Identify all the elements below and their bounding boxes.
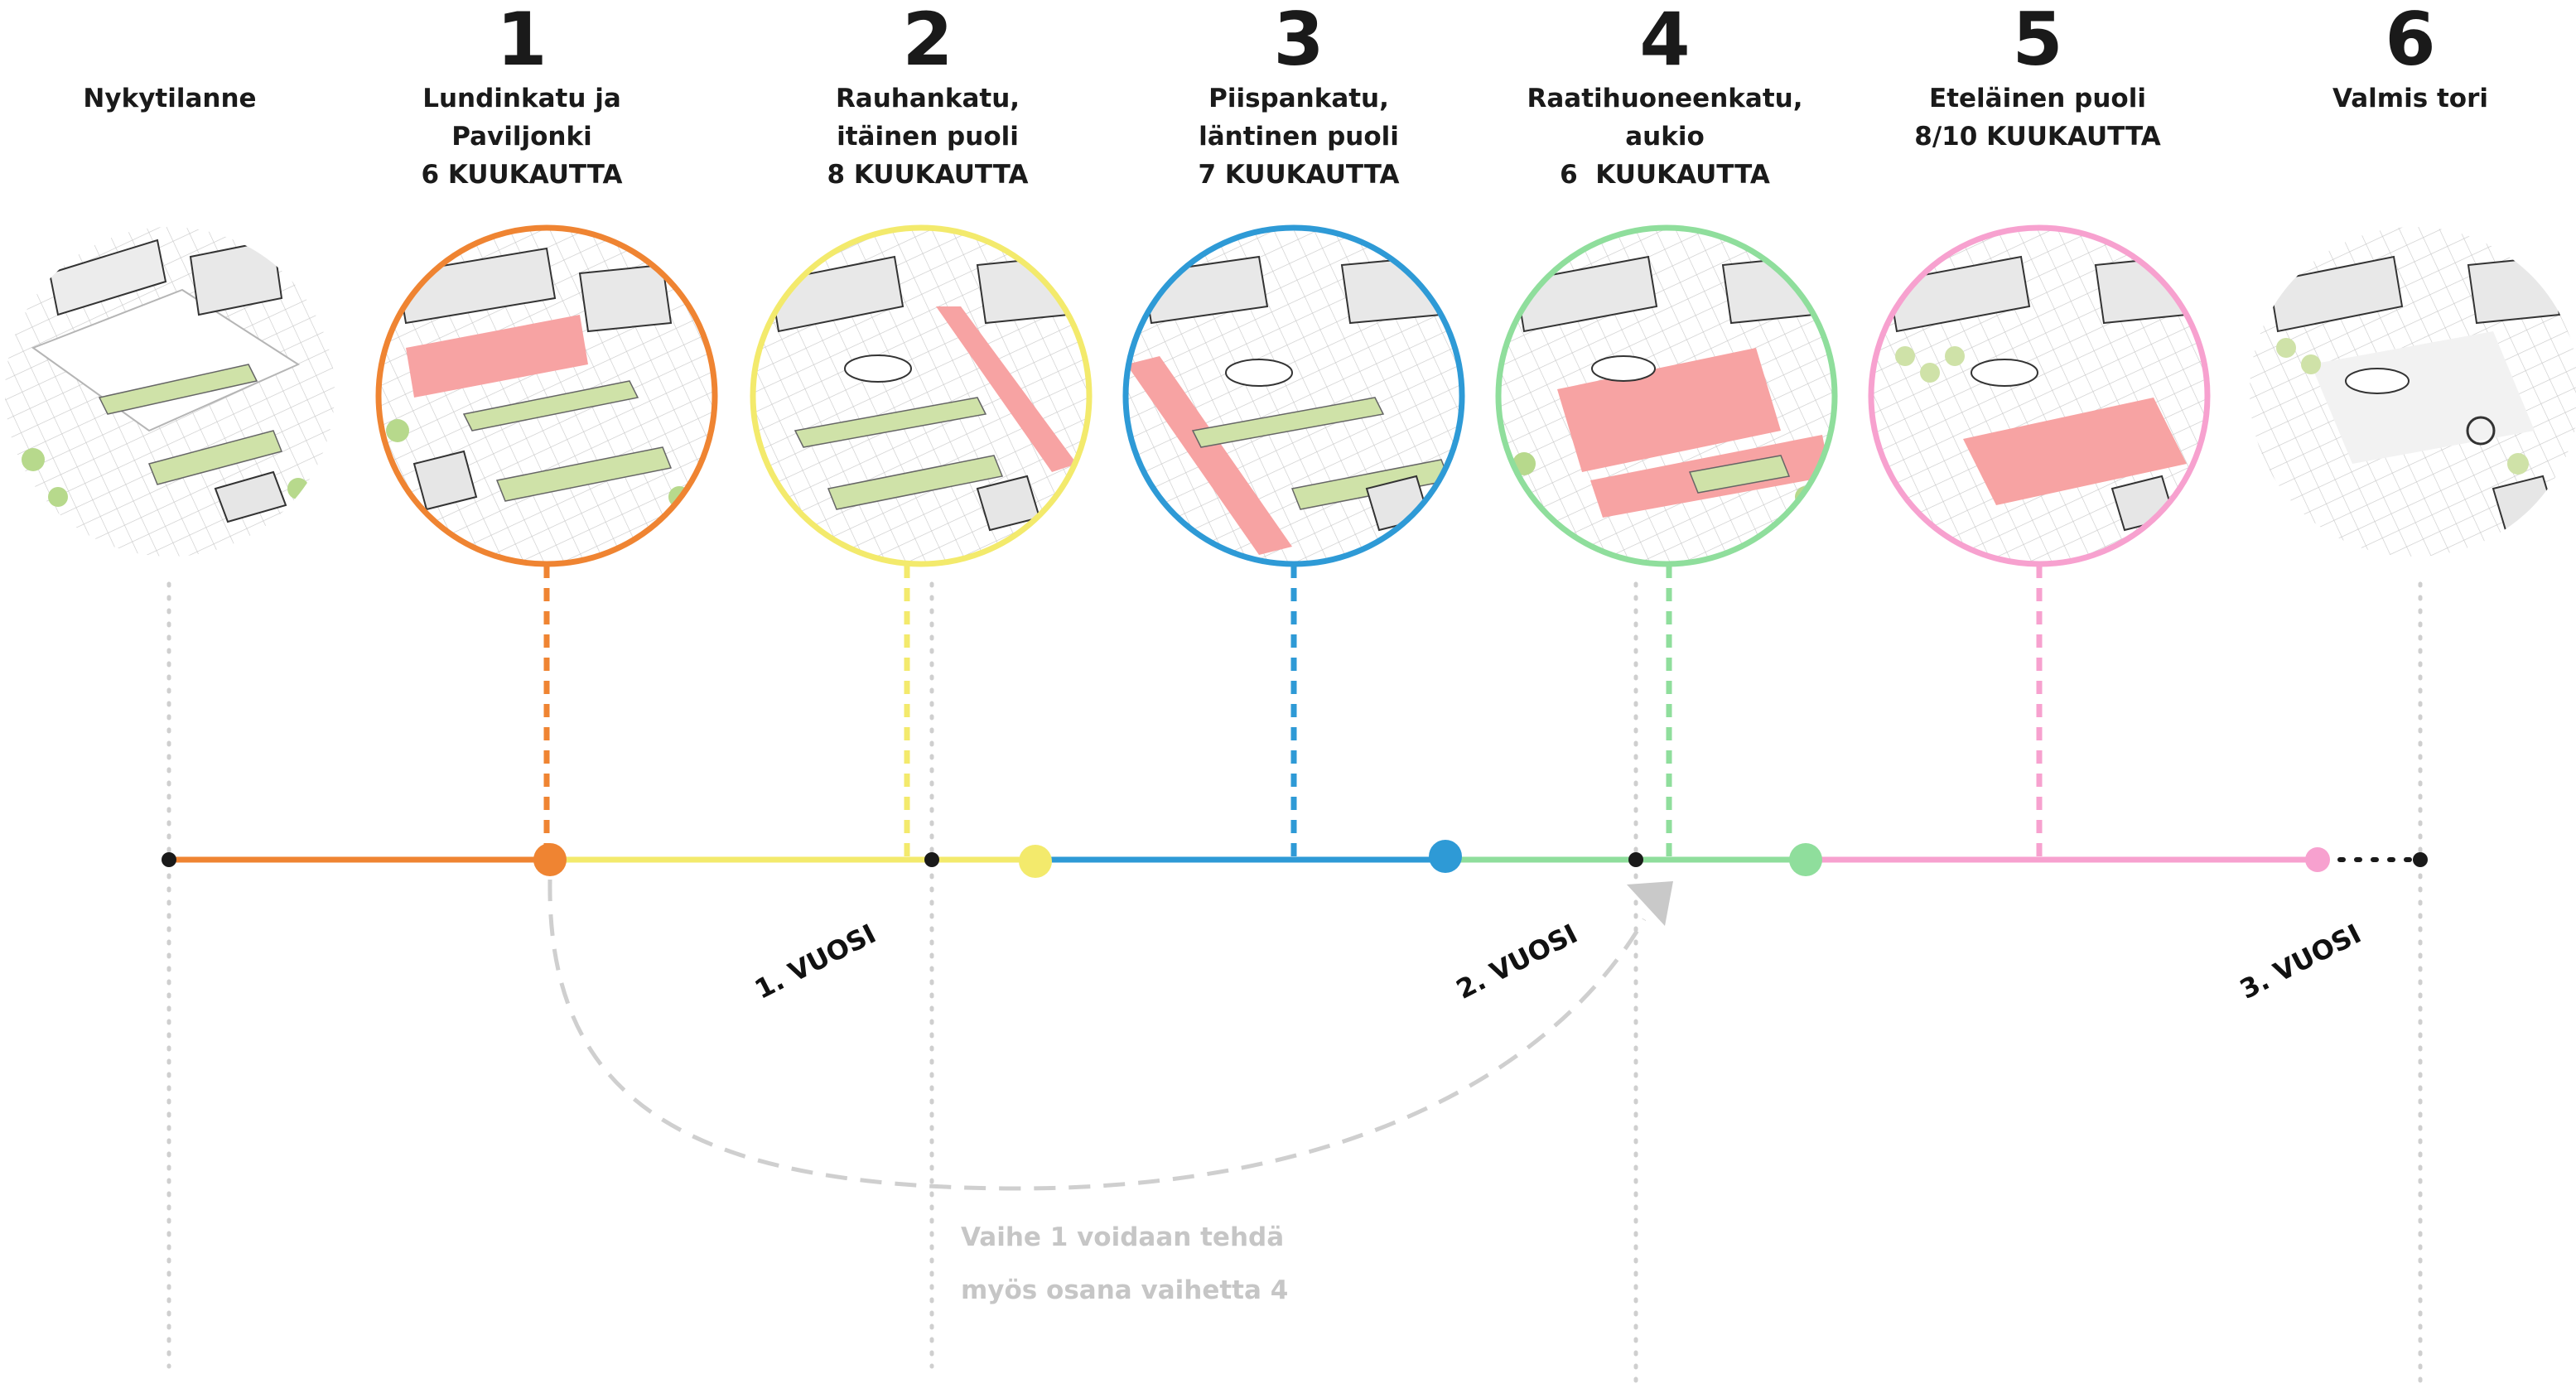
stage-heading-final: 6 Valmis tori <box>2228 0 2576 118</box>
map-thumbnail-final <box>2249 226 2576 557</box>
stage-duration: 7 KUUKAUTTA <box>1198 160 1400 190</box>
arc-note-line-1: Vaihe 1 voidaan tehdä <box>961 1222 1285 1252</box>
map-ring-stage-2 <box>750 224 1093 567</box>
stage-duration: 6 KUUKAUTTA <box>421 160 623 190</box>
map-thumbnail-stage-4 <box>1498 228 1835 564</box>
timeline-markers <box>162 840 2428 878</box>
milestone-dot-stage-2 <box>1019 845 1052 878</box>
map-thumbnail-stage-3 <box>1126 228 1462 564</box>
stage-heading-current: Nykytilanne <box>0 0 352 118</box>
map-thumbnails <box>3 224 2576 567</box>
arc-note: Vaihe 1 voidaan tehdä myös osana vaihett… <box>961 1211 1288 1317</box>
stage-duration: 8/10 KUUKAUTTA <box>1914 122 2161 152</box>
stage-duration: 6 KUUKAUTTA <box>1560 160 1770 190</box>
stage-connectors <box>543 565 2043 860</box>
map-thumbnail-stage-5 <box>1871 228 2207 564</box>
map-ring-stage-1 <box>375 224 718 567</box>
arc-arrowhead-icon <box>1627 881 1673 926</box>
map-thumbnail-stage-1 <box>379 228 715 564</box>
stage-heading-5: 5 Eteläinen puoli 8/10 KUUKAUTTA <box>1855 0 2220 156</box>
milestone-dot-year-2 <box>1628 852 1643 867</box>
stage-heading-1: 1 Lundinkatu ja Paviljonki 6 KUUKAUTTA <box>340 0 704 194</box>
arc-dashed <box>548 879 1647 1191</box>
milestone-dot-stage-1 <box>533 843 567 876</box>
stage-number: 2 <box>902 0 953 82</box>
stage-title: Piispankatu, läntinen puoli <box>1199 84 1399 152</box>
stage-title: Rauhankatu, itäinen puoli <box>835 84 1020 152</box>
stage-number: 1 <box>496 0 548 82</box>
stage-title: Lundinkatu ja Paviljonki <box>422 84 621 152</box>
stage-heading-3: 3 Piispankatu, läntinen puoli 7 KUUKAUTT… <box>1117 0 1481 194</box>
map-thumbnail-current <box>4 226 335 557</box>
milestone-dot-start <box>162 852 176 867</box>
arc-note-line-2: myös osana vaihetta 4 <box>961 1275 1289 1305</box>
reschedule-arc <box>548 879 1673 1191</box>
milestone-dot-end <box>2413 852 2428 867</box>
stage-number: 5 <box>2012 0 2063 82</box>
map-ring-stage-3 <box>1122 224 1465 567</box>
map-ring-current <box>3 225 336 558</box>
map-ring-stage-5 <box>1868 224 2211 567</box>
dotted-guides <box>166 581 2423 1386</box>
stage-title: Valmis tori <box>2332 84 2489 113</box>
stage-heading-4: 4 Raatihuoneenkatu, aukio 6 KUUKAUTTA <box>1483 0 1847 194</box>
stage-number <box>0 0 352 80</box>
milestone-dot-stage-3 <box>1429 840 1462 873</box>
milestone-dot-stage-5 <box>2305 847 2330 872</box>
map-ring-stage-4 <box>1495 224 1838 567</box>
stage-number: 6 <box>2385 0 2436 82</box>
stage-number: 3 <box>1273 0 1324 82</box>
stage-duration: 8 KUUKAUTTA <box>827 160 1029 190</box>
map-thumbnail-stage-2 <box>753 228 1089 564</box>
map-ring-final <box>2248 225 2576 558</box>
stage-title: Nykytilanne <box>83 84 257 113</box>
milestone-dot-year-1 <box>924 852 939 867</box>
milestone-dot-stage-4 <box>1789 843 1822 876</box>
stage-heading-2: 2 Rauhankatu, itäinen puoli 8 KUUKAUTTA <box>745 0 1110 194</box>
stage-number: 4 <box>1639 0 1691 82</box>
stage-title: Raatihuoneenkatu, aukio <box>1527 84 1803 152</box>
stage-title: Eteläinen puoli <box>1929 84 2146 113</box>
